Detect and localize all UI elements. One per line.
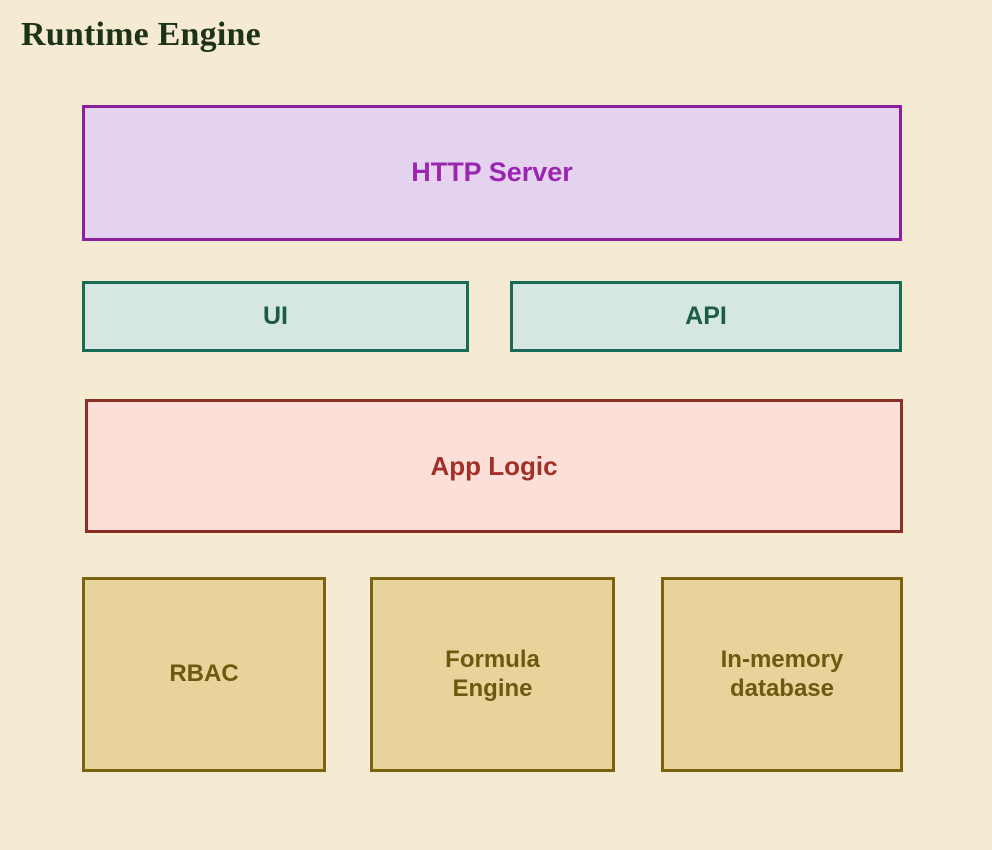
block-http-server[interactable]: HTTP Server xyxy=(82,105,902,241)
block-rbac[interactable]: RBAC xyxy=(82,577,326,772)
block-label-ui: UI xyxy=(263,301,288,330)
block-label-api: API xyxy=(685,301,727,330)
block-api[interactable]: API xyxy=(510,281,902,352)
block-label-formula-engine: Formula Engine xyxy=(445,646,540,702)
block-label-rbac: RBAC xyxy=(169,660,239,688)
block-in-memory-database[interactable]: In-memory database xyxy=(661,577,903,772)
block-label-in-memory-database: In-memory database xyxy=(720,646,844,702)
block-app-logic[interactable]: App Logic xyxy=(85,399,903,533)
block-ui[interactable]: UI xyxy=(82,281,469,352)
block-formula-engine[interactable]: Formula Engine xyxy=(370,577,615,772)
block-label-app-logic: App Logic xyxy=(430,450,558,481)
page-title: Runtime Engine xyxy=(21,16,261,53)
block-label-http-server: HTTP Server xyxy=(411,157,573,188)
